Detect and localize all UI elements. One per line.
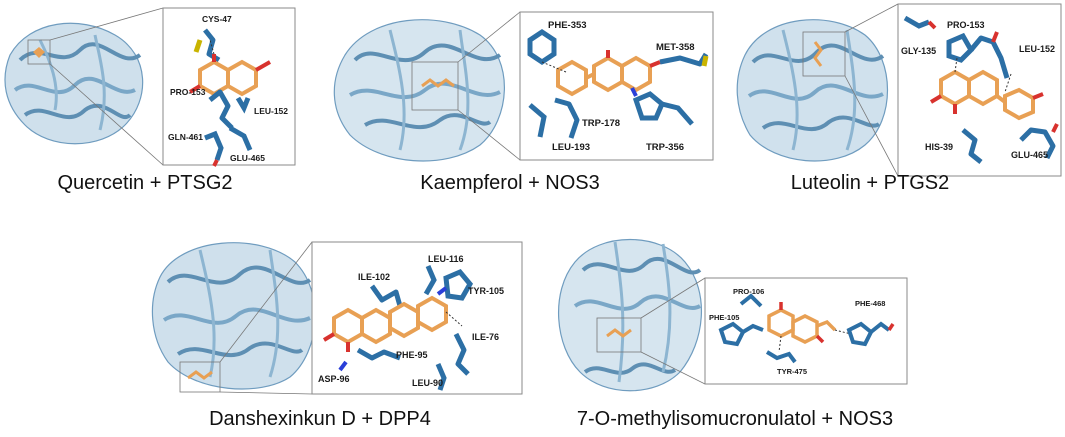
- residue-label: TRP-356: [646, 142, 684, 153]
- residue-label: TRP-178: [582, 118, 620, 129]
- docking-panel-danshexinkun-dpp4: LEU-116 ILE-102 TYR-105 ILE-76 PHE-95 AS…: [150, 222, 530, 437]
- binding-site-detail: [322, 265, 474, 391]
- panel-caption: Quercetin + PTSG2: [57, 172, 233, 194]
- residue-label: CYS-47: [202, 14, 232, 24]
- docking-panel-quercetin-ptsg2: CYS-47 PRO-153 LEU-152 GLN-461 GLU-465 Q…: [0, 0, 300, 215]
- protein-figure: PHE-353 MET-358 TRP-178 LEU-193 TRP-356: [333, 11, 714, 162]
- protein-figure: CYS-47 PRO-153 LEU-152 GLN-461 GLU-465: [4, 7, 296, 167]
- residue-label: PRO-153: [947, 20, 985, 30]
- residue-label: ILE-76: [472, 332, 499, 342]
- residue-label: HIS-39: [925, 142, 953, 152]
- protein-ribbon: [736, 19, 889, 162]
- residue-label: LEU-152: [254, 106, 288, 116]
- residue-label: LEU-152: [1019, 44, 1055, 54]
- residue-label: PRO-153: [170, 87, 206, 97]
- protein-ribbon: [558, 238, 702, 392]
- residue-label: TYR-475: [777, 367, 807, 376]
- residue-label: ASP-96: [318, 374, 350, 384]
- residue-label: PHE-95: [396, 350, 428, 360]
- protein-ribbon: [4, 22, 144, 145]
- protein-figure: LEU-116 ILE-102 TYR-105 ILE-76 PHE-95 AS…: [151, 241, 523, 395]
- binding-site-detail: [188, 28, 271, 167]
- residue-label: GLU-465: [230, 153, 265, 163]
- residue-label: GLU-465: [1011, 150, 1048, 160]
- docking-panel-kaempferol-nos3: PHE-353 MET-358 TRP-178 LEU-193 TRP-356 …: [330, 0, 720, 215]
- residue-label: PHE-353: [548, 20, 587, 31]
- binding-site-detail: [527, 28, 709, 139]
- protein-ribbon: [151, 242, 316, 393]
- residue-label: MET-358: [656, 42, 695, 53]
- residue-label: TYR-105: [468, 286, 504, 296]
- zoom-box: [897, 3, 1062, 177]
- residue-label: LEU-193: [552, 142, 590, 153]
- panel-caption: Luteolin + PTGS2: [790, 172, 950, 194]
- residue-label: GLY-135: [901, 46, 936, 56]
- protein-figure: PRO-153 GLY-135 LEU-152 HIS-39 GLU-465: [736, 3, 1062, 177]
- residue-label: LEU-90: [412, 378, 443, 388]
- docking-panel-luteolin-ptgs2: PRO-153 GLY-135 LEU-152 HIS-39 GLU-465 L…: [735, 0, 1065, 215]
- panel-caption: Danshexinkun D + DPP4: [209, 408, 431, 430]
- residue-label: LEU-116: [428, 254, 464, 264]
- residue-label: PHE-105: [709, 313, 739, 322]
- panel-caption: 7-O-methylisomucronulatol + NOS3: [576, 408, 894, 430]
- residue-label: PHE-468: [855, 299, 885, 308]
- residue-label: PRO-106: [733, 287, 764, 296]
- residue-label: GLN-461: [168, 132, 203, 142]
- docking-panel-methylisomucronulatol-nos3: PRO-106 PHE-468 PHE-105 TYR-475 7-O-meth…: [545, 222, 1065, 437]
- protein-ribbon: [333, 19, 505, 162]
- panel-caption: Kaempferol + NOS3: [420, 172, 600, 194]
- protein-figure: PRO-106 PHE-468 PHE-105 TYR-475: [558, 238, 908, 392]
- binding-site-detail: [903, 15, 1059, 164]
- binding-site-detail: [718, 293, 895, 364]
- residue-label: ILE-102: [358, 272, 390, 282]
